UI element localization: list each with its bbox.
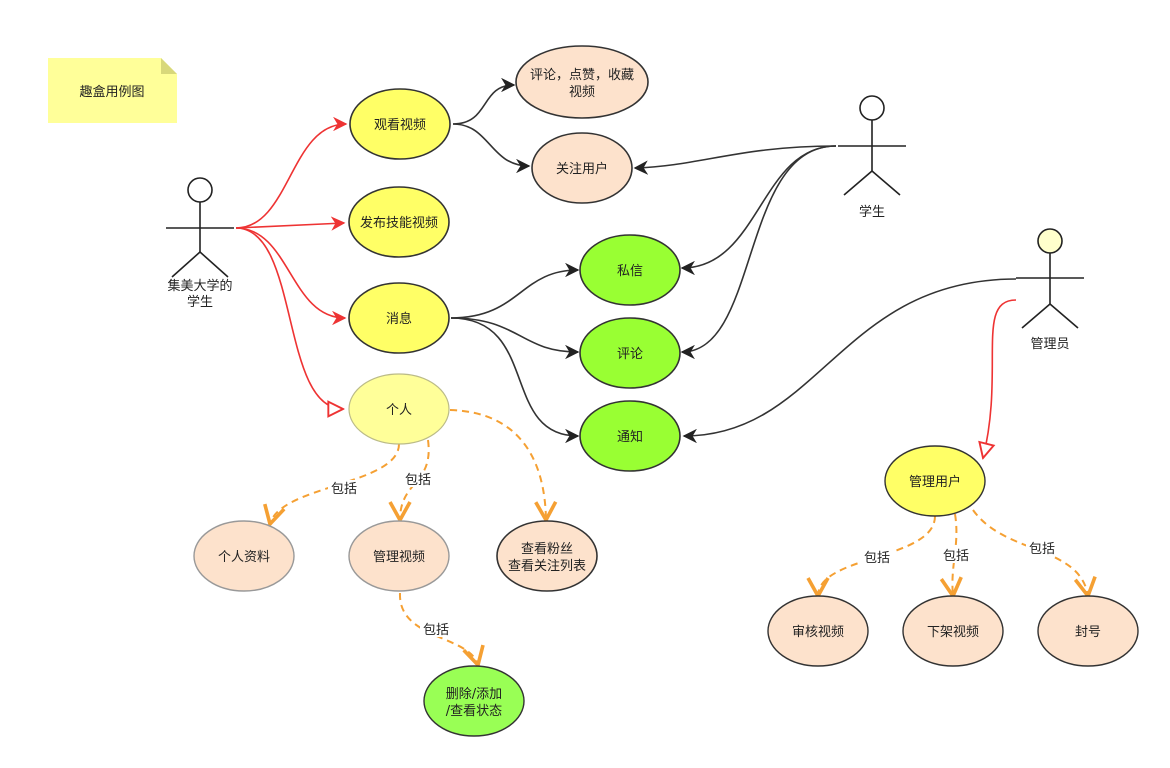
- include-label: 包括: [943, 549, 969, 564]
- svg-text:评论，点赞，收藏: 评论，点赞，收藏: [530, 68, 634, 83]
- svg-text:视频: 视频: [569, 85, 595, 100]
- actor-admin-label: 管理员: [1030, 337, 1069, 352]
- actor-jmu-student: [166, 177, 234, 278]
- usecase-review-video: 审核视频: [767, 595, 869, 667]
- usecase-publish-video: 发布技能视频: [348, 186, 450, 258]
- actor-jmu-student-label-2: 学生: [187, 294, 213, 310]
- usecase-private-msg: 私信: [579, 234, 681, 306]
- svg-text:管理视频: 管理视频: [373, 550, 425, 565]
- svg-text:发布技能视频: 发布技能视频: [360, 215, 438, 231]
- include-label: 包括: [423, 623, 449, 638]
- svg-text:消息: 消息: [386, 311, 412, 327]
- svg-text:个人: 个人: [386, 403, 412, 418]
- usecase-profile: 个人资料: [193, 520, 295, 592]
- include-label: 包括: [864, 551, 890, 566]
- usecase-comment: 评论: [579, 317, 681, 389]
- usecase-follow-user: 关注用户: [531, 132, 633, 204]
- svg-text:/查看状态: /查看状态: [446, 703, 502, 719]
- usecase-personal: 个人: [348, 373, 450, 445]
- usecase-ban: 封号: [1037, 595, 1139, 667]
- usecase-watch-video: 观看视频: [349, 88, 451, 160]
- usecase-manage-users: 管理用户: [884, 445, 986, 517]
- actor-head-icon: [1037, 228, 1063, 254]
- include-label: 包括: [1029, 542, 1055, 557]
- red-associations: [235, 116, 1017, 458]
- usecase-take-down: 下架视频: [902, 595, 1004, 667]
- usecase-fans: 查看粉丝 查看关注列表: [496, 520, 598, 592]
- note-text: 趣盒用例图: [79, 84, 144, 100]
- include-labels: 包括 包括 包括 包括 包括 包括: [328, 471, 1058, 638]
- svg-text:关注用户: 关注用户: [556, 161, 608, 177]
- note-box: 趣盒用例图: [48, 58, 177, 123]
- actor-jmu-student-label-1: 集美大学的: [167, 278, 232, 294]
- svg-text:查看关注列表: 查看关注列表: [508, 558, 586, 574]
- actor-student-label: 学生: [859, 204, 885, 220]
- svg-text:通知: 通知: [617, 429, 643, 445]
- svg-text:封号: 封号: [1075, 625, 1101, 640]
- svg-text:查看粉丝: 查看粉丝: [521, 541, 573, 557]
- svg-text:管理用户: 管理用户: [909, 474, 961, 490]
- actor-student: [838, 95, 906, 196]
- usecase-message: 消息: [348, 282, 450, 354]
- usecase-comment-like-fav: 评论，点赞，收藏 视频: [515, 45, 649, 119]
- actor-admin: [1016, 228, 1084, 329]
- include-label: 包括: [405, 473, 431, 488]
- dark-associations: [450, 77, 1017, 444]
- svg-text:观看视频: 观看视频: [374, 117, 426, 133]
- svg-text:下架视频: 下架视频: [927, 625, 979, 640]
- usecase-manage-video: 管理视频: [348, 520, 450, 592]
- svg-text:评论: 评论: [617, 347, 643, 362]
- actor-head-icon: [187, 177, 213, 203]
- usecase-delete-add: 删除/添加 /查看状态: [423, 665, 525, 737]
- usecase-notify: 通知: [579, 400, 681, 472]
- actor-head-icon: [859, 95, 885, 121]
- svg-text:个人资料: 个人资料: [218, 550, 270, 565]
- include-label: 包括: [331, 482, 357, 497]
- svg-text:私信: 私信: [617, 264, 643, 279]
- svg-text:审核视频: 审核视频: [792, 625, 844, 640]
- svg-text:删除/添加: 删除/添加: [446, 687, 502, 702]
